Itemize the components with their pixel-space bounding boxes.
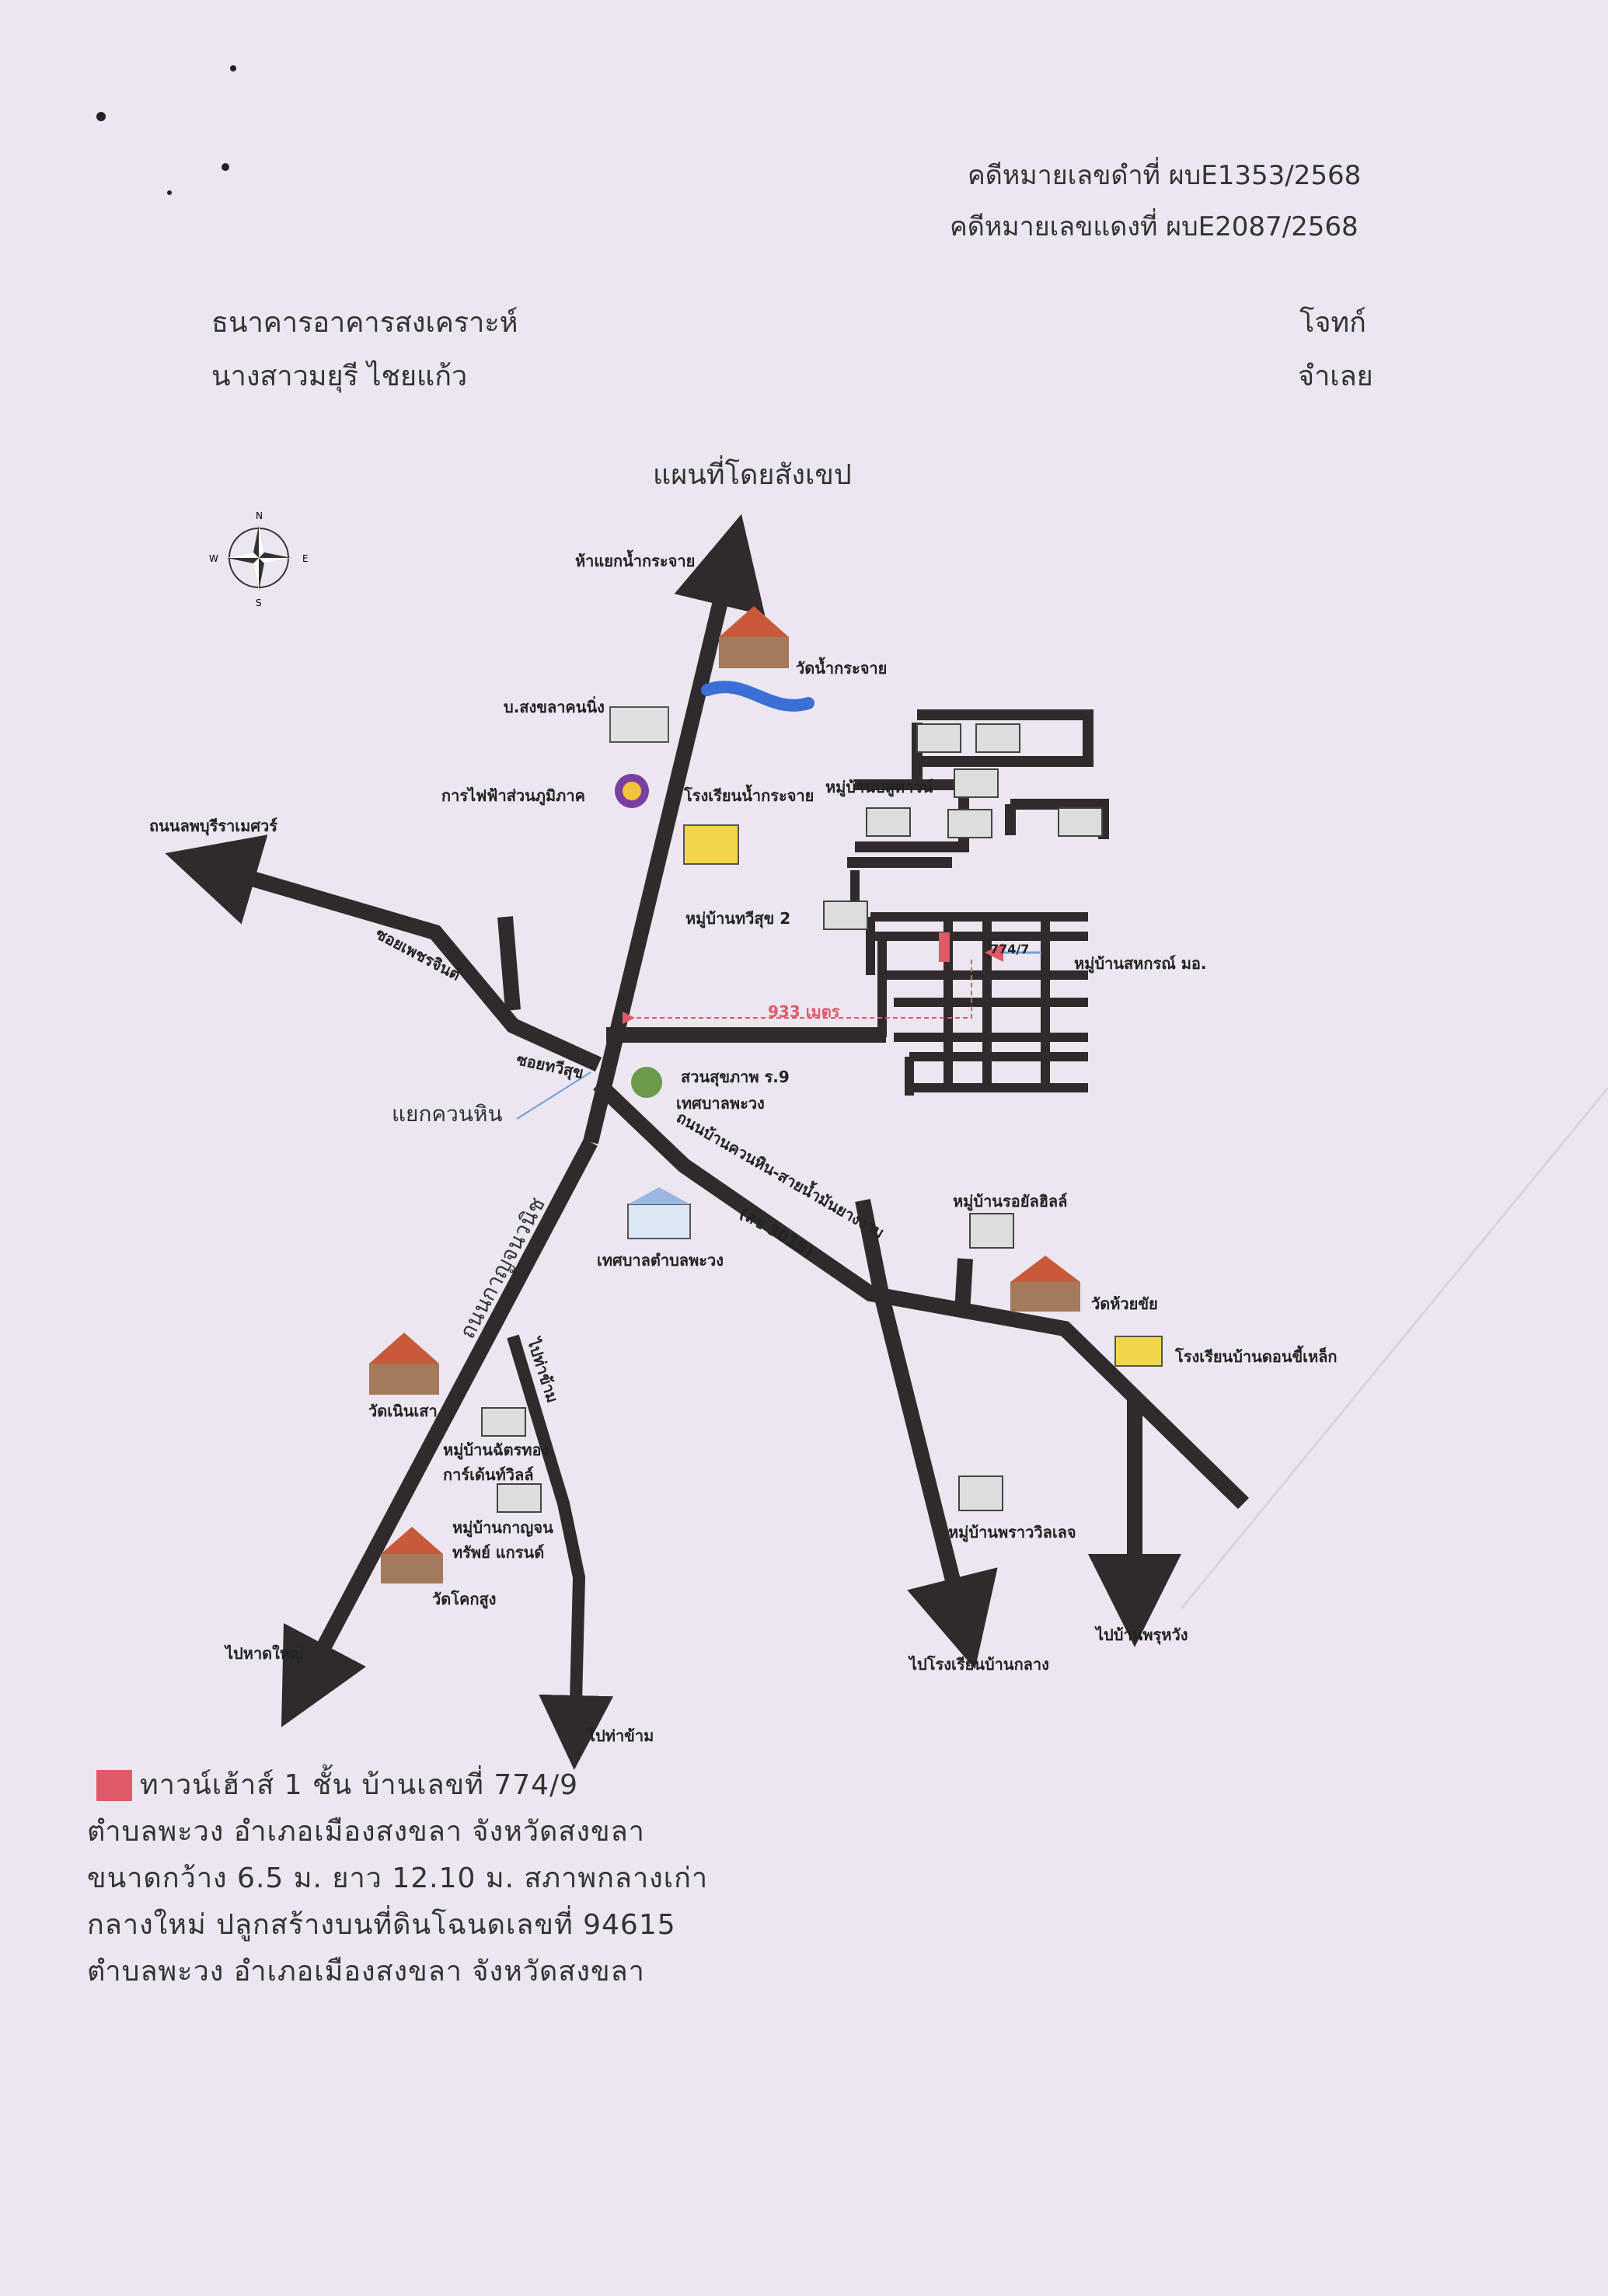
label-village-kanchan: หมู่บ้านกาญจน ทรัพย์ แกรนด์ (452, 1518, 553, 1562)
temple-icon-huai-khai (1010, 1256, 1080, 1312)
label-wat-khok-sung: วัดโคกสูง (432, 1590, 497, 1608)
property-marker (939, 932, 950, 962)
road-to-tha-kham (507, 1334, 614, 1770)
compass-w: W (209, 553, 218, 564)
legend-swatch (96, 1770, 132, 1801)
label-wat-noen-sao: วัดเนินเสา (368, 1402, 438, 1420)
label-pea: การไฟฟ้าส่วนภูมิภาค (441, 786, 585, 805)
compass-n: N (256, 510, 263, 521)
canal (701, 681, 814, 712)
description-line-4: กลางใหม่ ปลูกสร้างบนที่ดินโฉนดเลขที่ 946… (87, 1909, 676, 1941)
label-village-thawisuk: หมู่บ้านทวีสุข 2 (685, 909, 791, 928)
road-main-north (583, 514, 766, 1145)
school-icon-don-khilek (1114, 1336, 1163, 1367)
description-line-2: ตำบลพะวง อำเภอเมืองสงขลา จังหวัดสงขลา (87, 1816, 645, 1848)
label-to-school-ban-klang: ไปโรงเรียนบ้านกลาง (909, 1655, 1049, 1674)
pea-logo-icon (615, 774, 649, 808)
description-line-1: ทาวน์เฮ้าส์ 1 ชั้น บ้านเลขที่ 774/9 (140, 1769, 579, 1801)
road-royal-hill (954, 1258, 973, 1314)
label-park: สวนสุขภาพ ร.9 (681, 1068, 790, 1086)
label-hae-nam-krachai: ห้าแยกน้ำกระจาย (575, 552, 696, 570)
label-to-hat-yai: ไปหาดใหญ่ (225, 1644, 304, 1663)
label-village-chat: หมู่บ้านฉัตรทอง การ์เด้นท์วิลล์ (443, 1441, 549, 1484)
road-to-ban-klang (855, 1199, 998, 1670)
road-khuanhin (593, 1078, 1249, 1510)
label-village-royal: หมู่บ้านรอยัลฮิลล์ (953, 1192, 1068, 1211)
label-school-don-khilek: โรงเรียนบ้านดอนขี้เหล็ก (1175, 1347, 1338, 1366)
label-road-west: ถนนลพบุรีราเมศวร์ (149, 817, 277, 835)
distance-line (623, 960, 972, 1024)
label-village-sahakorn: หมู่บ้านสหกรณ์ มอ. (1074, 954, 1207, 973)
red-case-number: คดีหมายเลขแดงที่ ผบE2087/2568 (950, 211, 1359, 242)
map-title: แผนที่โดยสังเขป (653, 459, 852, 491)
label-khuan-hin-junction: แยกควนหิน (392, 1101, 503, 1127)
temple-icon-noen-sao (369, 1333, 439, 1395)
defendant-name: นางสาวมยุรี ไชยแก้ว (211, 361, 468, 392)
label-municipality-tambon: เทศบาลตำบลพะวง (597, 1251, 724, 1270)
compass-s: S (256, 598, 262, 608)
compass-e: E (302, 553, 309, 564)
park-icon (631, 1067, 662, 1098)
school-icon (683, 824, 739, 865)
municipality-building-icon (627, 1187, 691, 1239)
house-icons (481, 723, 1103, 1513)
description-line-3: ขนาดกว้าง 6.5 ม. ยาว 12.10 ม. สภาพกลางเก… (87, 1862, 709, 1894)
soi-loop (497, 916, 521, 1011)
label-village-bluetown: หมู่บ้านบลูทาวน์ (825, 778, 933, 796)
plaintiff-role: โจทก์ (1299, 307, 1366, 339)
label-wat-huai-khai: วัดห้วยขัย (1091, 1294, 1158, 1313)
description-line-5: ตำบลพะวง อำเภอเมืองสงขลา จังหวัดสงขลา (87, 1956, 645, 1988)
road-west (165, 834, 602, 1072)
defendant-role: จำเลย (1298, 361, 1373, 392)
temple-icon (719, 606, 789, 668)
label-to-ban-phru-wang: ไปบ้านพรุหวัง (1096, 1625, 1188, 1644)
temple-icon-khok-sung (381, 1527, 443, 1584)
label-wat-nam-krachai: วัดน้ำกระจาย (796, 659, 888, 678)
label-village-phrao: หมู่บ้านพราววิลเลจ (948, 1523, 1076, 1542)
label-distance: 933 เมตร (768, 1002, 840, 1021)
office-building-icon (609, 706, 669, 743)
label-songkhla-khon-ning: บ.สงขลาคนนิ่ง (504, 698, 605, 716)
label-school-nam-krachai: โรงเรียนน้ำกระจาย (684, 786, 814, 805)
compass-rose-icon: N S E W (209, 510, 309, 608)
label-municipality-phawong: เทศบาลพะวง (676, 1094, 765, 1113)
black-case-number: คดีหมายเลขดำที่ ผบE1353/2568 (968, 160, 1362, 191)
khuanhin-pointer (516, 1071, 591, 1120)
label-house-number: 774/7 (990, 942, 1030, 956)
label-to-tha-kham-2: ไปท่าข้าม (588, 1726, 654, 1745)
plaintiff-name: ธนาคารอาคารสงเคราะห์ (211, 307, 518, 339)
road-kanchanawanit (281, 1138, 598, 1728)
